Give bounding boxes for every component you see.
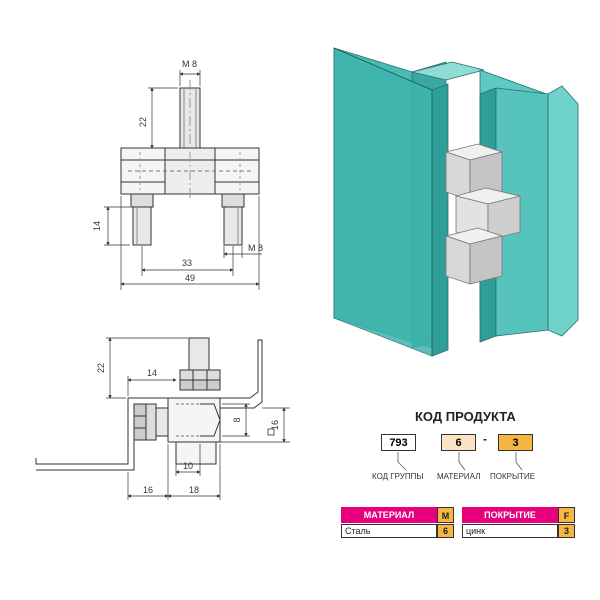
- group-code-value: 793: [389, 437, 408, 449]
- coating-table-header-code: F: [558, 507, 575, 523]
- material-table-row-code: 6: [437, 524, 454, 538]
- material-table-header-code: M: [437, 507, 454, 523]
- square-symbol: [267, 428, 275, 436]
- material-code-box: 6: [441, 434, 476, 451]
- coating-code-box: 3: [498, 434, 533, 451]
- dim-22-top: 22: [138, 117, 148, 127]
- side-view: [35, 337, 263, 471]
- code-callouts: [397, 452, 523, 471]
- material-code-label: МАТЕРИАЛ: [437, 472, 481, 481]
- dim-10: 10: [183, 461, 193, 471]
- material-table-header: МАТЕРИАЛ: [341, 507, 437, 523]
- dim-33: 33: [182, 258, 192, 268]
- coating-table-row-code: 3: [558, 524, 575, 538]
- slider-block-3d: [444, 143, 521, 285]
- dim-18: 18: [189, 485, 199, 495]
- coating-code-label: ПОКРЫТИЕ: [490, 472, 536, 481]
- dim-22-side: 22: [96, 363, 106, 373]
- code-separator: -: [483, 432, 487, 446]
- coating-table: ПОКРЫТИЕ F цинк 3: [462, 507, 575, 541]
- group-code-box: 793: [381, 434, 416, 451]
- dim-14: 14: [92, 221, 102, 231]
- coating-table-row-name: цинк: [462, 524, 558, 538]
- material-code-value: 6: [455, 437, 462, 449]
- front-view-dimensions: [104, 70, 262, 290]
- side-view-dimensions: [106, 337, 290, 500]
- dim-m8-bottom: M 8: [248, 243, 263, 253]
- dim-8: 8: [232, 417, 242, 422]
- dim-m8-top: M 8: [182, 59, 197, 69]
- group-code-label: КОД ГРУППЫ: [372, 472, 424, 481]
- dim-49: 49: [185, 273, 195, 283]
- material-table: МАТЕРИАЛ M Сталь 6: [341, 507, 454, 541]
- dim-14-side: 14: [147, 368, 157, 378]
- dim-16: 16: [143, 485, 153, 495]
- coating-code-value: 3: [512, 437, 519, 449]
- front-view: [120, 80, 260, 246]
- dim-square-16: 16: [270, 420, 280, 430]
- material-table-row-name: Сталь: [341, 524, 437, 538]
- product-code-title: КОД ПРОДУКТА: [415, 409, 516, 424]
- coating-table-header: ПОКРЫТИЕ: [462, 507, 558, 523]
